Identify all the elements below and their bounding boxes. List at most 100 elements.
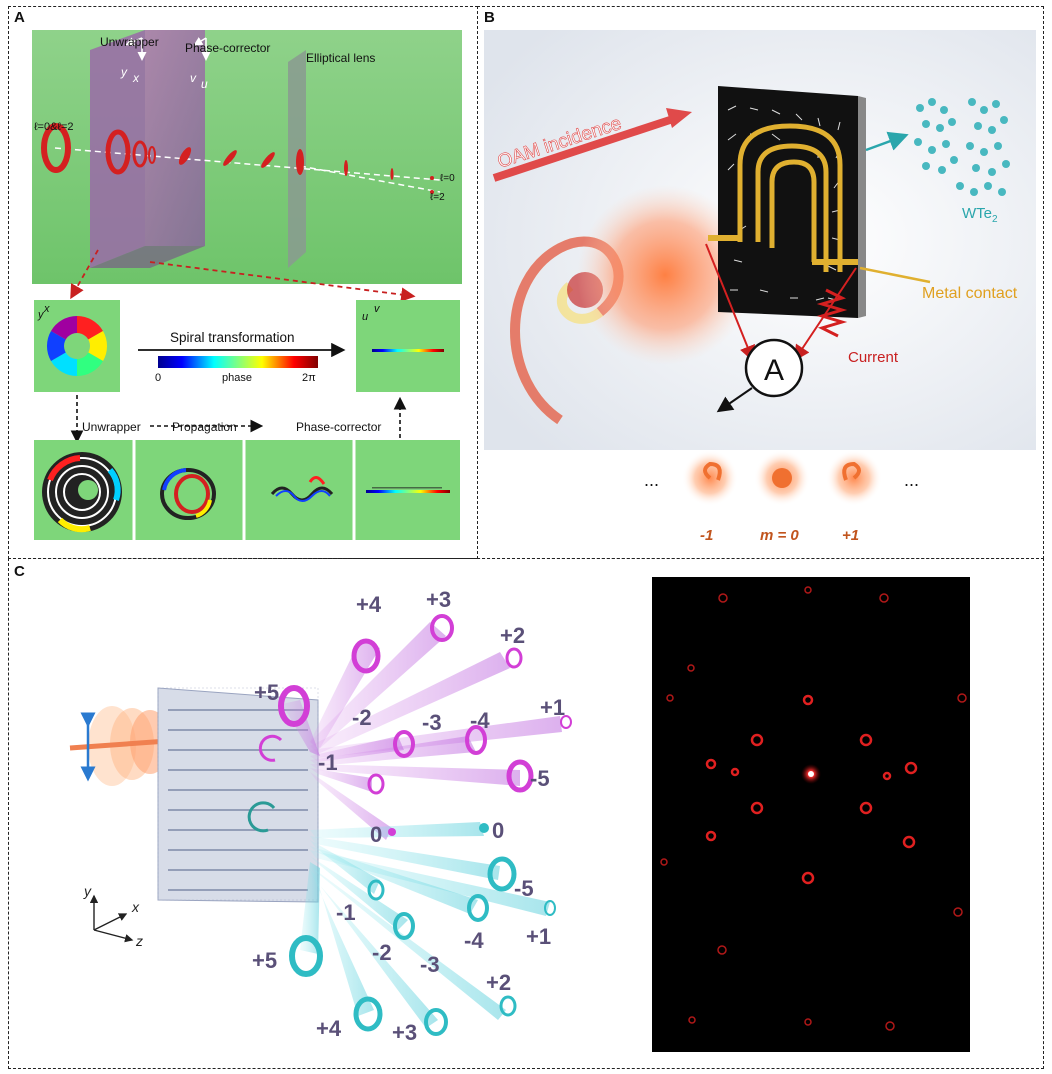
unwrapper-box-front [145, 30, 205, 246]
order-label: +2 [500, 623, 525, 648]
beam-flake [261, 152, 275, 168]
mode-minus1: -1 [700, 527, 713, 544]
label-out-l2: ℓ=2 [430, 192, 445, 203]
ellipsis-right: ... [904, 470, 919, 490]
beam-flake [344, 160, 348, 176]
axis-arrow-v [193, 37, 207, 46]
panel-b-label: B [484, 9, 495, 26]
axis-z-label: z [135, 933, 143, 949]
step-unwrapper: Unwrapper [82, 420, 141, 434]
out-axis-v: v [374, 303, 381, 315]
unwrapped-pattern [42, 452, 122, 533]
phase-colorbar [158, 356, 318, 368]
label-phase-corrector: Phase-corrector [185, 41, 270, 55]
axis-y-label: y [83, 883, 92, 899]
cyan-rings [289, 823, 556, 1036]
helix-magenta [258, 734, 283, 762]
order-label: +5 [254, 680, 279, 705]
order-label: +3 [392, 1020, 417, 1045]
wte2-lattice [914, 98, 1010, 196]
metal-contact-pointer [859, 266, 931, 284]
optical-axis-l2 [299, 165, 441, 193]
current-wave [816, 288, 848, 338]
diffraction-image [652, 577, 970, 1052]
axis-z-arrow [93, 929, 134, 943]
panel-a-diagram: Unwrapper Phase-corrector Elliptical len… [32, 30, 462, 540]
label-elliptical-lens: Elliptical lens [306, 51, 375, 65]
order-label: -5 [530, 766, 550, 791]
mode-zero: m = 0 [760, 527, 799, 544]
beam-flake [223, 150, 237, 166]
order-label: +3 [426, 587, 451, 612]
magenta-rays [282, 622, 562, 840]
axis-arrow-y [125, 37, 143, 46]
step-phase-corrector: Phase-corrector [296, 420, 381, 434]
label-unwrapper: Unwrapper [100, 35, 159, 49]
input-ring [41, 123, 71, 173]
ring-tiny [148, 146, 156, 164]
order-label: -2 [352, 705, 372, 730]
order-label: +2 [486, 970, 511, 995]
oam-arrowhead [666, 108, 692, 128]
optical-axis [54, 147, 441, 181]
beam-flake [296, 149, 304, 175]
ammeter-arrow [716, 387, 753, 413]
order-label: +4 [316, 1016, 342, 1041]
magenta-rings [278, 614, 572, 836]
metal-contact-label: Metal contact [922, 285, 1018, 302]
mode-spot-plus1 [826, 450, 882, 506]
focus-spot-l0 [430, 176, 434, 180]
wire-right [793, 267, 857, 362]
ring-small [132, 140, 148, 168]
cyan-rays [300, 822, 550, 1028]
axis-x-arrow [93, 913, 128, 931]
axis-label-y: y [120, 65, 128, 79]
wte2-label: WTe2 [962, 205, 998, 225]
order-label: -2 [372, 940, 392, 965]
electrode-middle [755, 143, 829, 272]
corrected-pattern [270, 476, 334, 502]
axis-label-x: x [132, 71, 140, 85]
mid-axis-x: x [43, 303, 50, 315]
order-label: -4 [464, 928, 484, 953]
electrode-outer [737, 123, 843, 272]
step-propagation: Propagation [172, 420, 237, 434]
ammeter-circle [744, 338, 804, 398]
oam-incidence-arrow [492, 114, 678, 182]
mid-axis-y: y [37, 309, 45, 321]
ammeter-label: A [764, 354, 784, 387]
mode-spot-minus1 [682, 450, 738, 506]
axis-label-u: u [201, 77, 208, 91]
current-label: Current [848, 349, 899, 366]
vortex-beam-glow [577, 185, 753, 365]
sample-plate-edge [858, 96, 866, 318]
order-label: +1 [526, 924, 551, 949]
order-label: +5 [252, 948, 277, 973]
axis-x-label: x [131, 899, 140, 915]
panel-c-label: C [14, 563, 25, 580]
output-line-phase [372, 349, 444, 352]
order-label: -3 [422, 710, 442, 735]
order-label: -4 [470, 708, 490, 733]
unwrapper-box-side [90, 30, 145, 268]
beam-flake [390, 168, 394, 180]
order-label: +1 [540, 695, 565, 720]
output-phase-box [356, 300, 460, 392]
ellipsis-left: ... [644, 470, 659, 490]
electrode-inner [769, 159, 817, 262]
colorbar-min: 0 [155, 372, 161, 384]
unwrapper-ring [105, 129, 131, 175]
focus-spot-l2 [430, 190, 434, 194]
connector-to-output [149, 261, 416, 302]
unwrapper-box-bottom [90, 246, 205, 268]
order-label: -1 [336, 900, 356, 925]
lattice-pointer [865, 131, 909, 152]
panel-c-frame [8, 558, 1044, 1069]
propagated-pattern [160, 468, 216, 520]
out-axis-u: u [362, 311, 368, 323]
helix-teal [247, 801, 276, 833]
mode-spot-zero [754, 450, 810, 506]
order-label: 0 [492, 818, 504, 843]
order-label: 0 [370, 822, 382, 847]
